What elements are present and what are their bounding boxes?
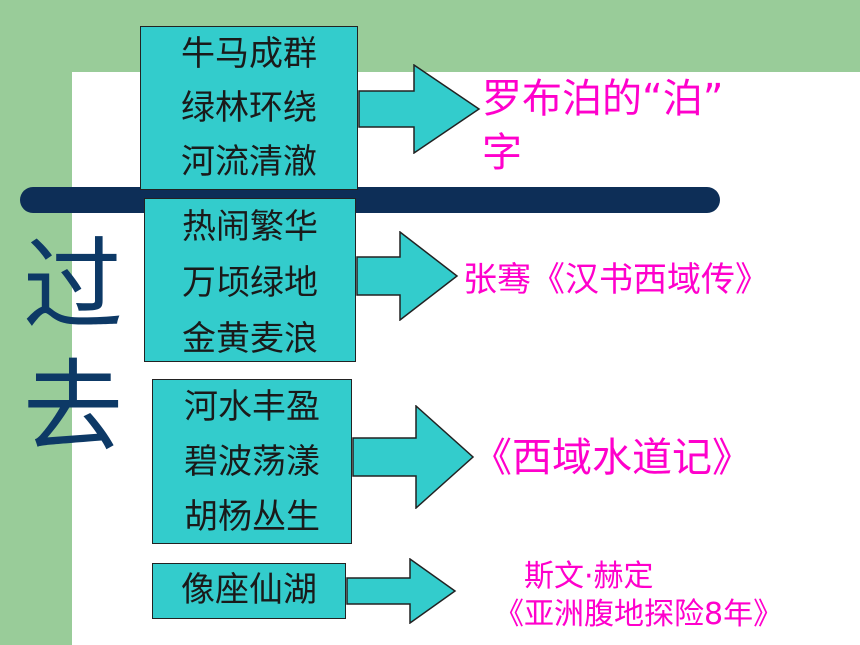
arrow-right-icon: [358, 64, 481, 154]
arrow-right-icon: [356, 231, 459, 321]
box-line: 河水丰盈: [184, 387, 320, 427]
box-row-4: 像座仙湖: [152, 563, 346, 619]
result-line: 字: [482, 130, 522, 176]
result-row-3: 《西域水道记》: [472, 433, 752, 483]
arrow-right-icon: [346, 558, 457, 624]
box-line: 河流清澈: [181, 142, 317, 182]
box-line: 金黄麦浪: [182, 319, 318, 359]
box-row-2: 热闹繁华 万顷绿地 金黄麦浪: [144, 198, 356, 362]
result-row-1: 罗布泊的“泊” 字: [482, 72, 723, 180]
box-line: 胡杨丛生: [184, 497, 320, 537]
box-line: 碧波荡漾: [184, 442, 320, 482]
divider-bar: [20, 187, 720, 213]
result-line: 《西域水道记》: [472, 435, 752, 481]
box-line: 牛马成群: [181, 34, 317, 74]
result-line: 《亚洲腹地探险8年》: [494, 597, 784, 632]
result-line: 罗布泊的“泊”: [482, 76, 724, 122]
box-line: 热闹繁华: [182, 207, 318, 247]
side-title-char-1: 过: [23, 227, 123, 344]
arrow-right-icon: [352, 405, 475, 509]
left-green-strip: [0, 0, 72, 645]
box-row-1: 牛马成群 绿林环绕 河流清澈: [140, 26, 358, 190]
result-row-4: 斯文·赫定 《亚洲腹地探险8年》: [494, 558, 834, 634]
result-line: 斯文·赫定: [524, 559, 654, 594]
side-title-char-2: 去: [23, 349, 123, 466]
box-line: 万顷绿地: [182, 263, 318, 303]
box-line: 像座仙湖: [181, 570, 317, 610]
result-row-2: 张骞《汉书西域传》: [463, 258, 769, 302]
box-row-3: 河水丰盈 碧波荡漾 胡杨丛生: [152, 379, 352, 544]
result-line: 张骞《汉书西域传》: [463, 260, 769, 300]
side-title: 过 去: [18, 225, 128, 469]
box-line: 绿林环绕: [181, 88, 317, 128]
